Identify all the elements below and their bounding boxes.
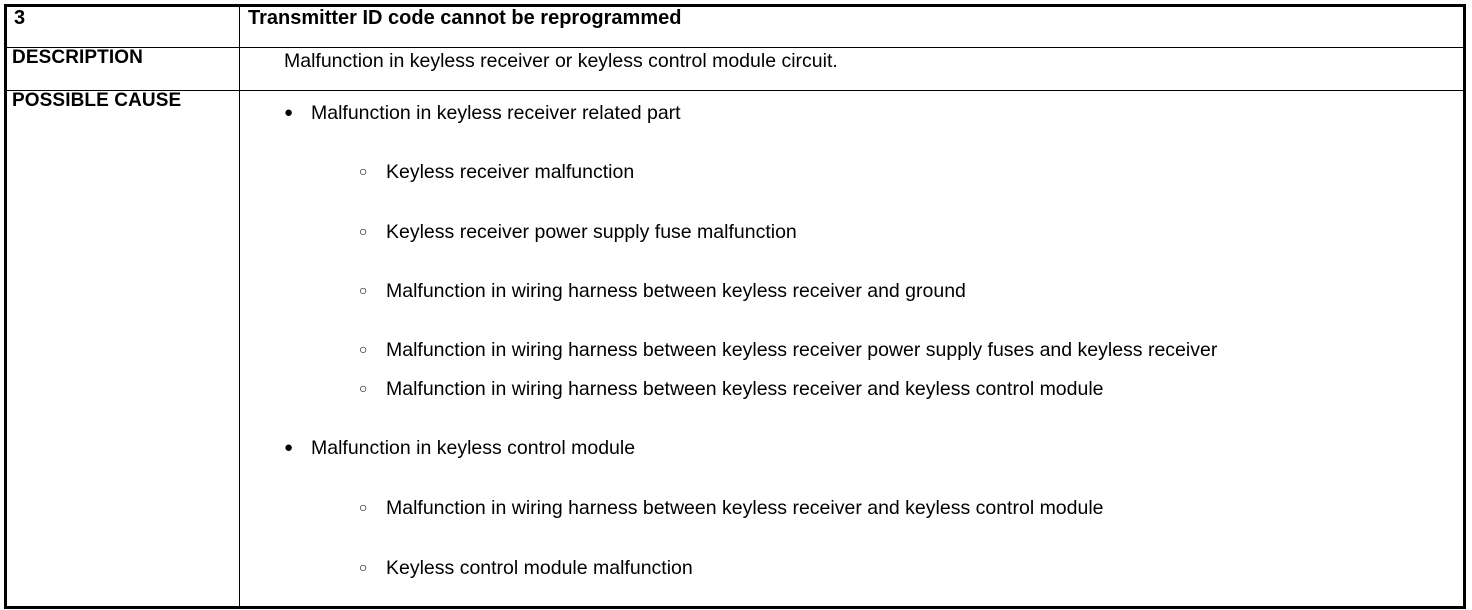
cell-description-body: Malfunction in keyless receiver or keyle… — [239, 47, 1465, 91]
list-item: Keyless receiver power supply fuse malfu… — [240, 219, 1463, 245]
list-item: Keyless control module malfunction — [240, 555, 1463, 581]
fault-title-text: Transmitter ID code cannot be reprogramm… — [248, 7, 682, 29]
spacer — [240, 245, 1463, 278]
cause-sub-item: Malfunction in wiring harness between ke… — [386, 279, 966, 302]
list-item: Malfunction in wiring harness between ke… — [240, 278, 1463, 304]
spacer — [240, 461, 1463, 495]
cause-sub-item: Keyless receiver power supply fuse malfu… — [386, 220, 797, 243]
filled-bullet-icon — [284, 100, 311, 126]
spacer — [240, 402, 1463, 435]
list-item: Malfunction in keyless control module — [240, 435, 1463, 461]
list-item: Malfunction in wiring harness between ke… — [240, 337, 1463, 363]
spacer — [240, 364, 1463, 376]
hollow-bullet-icon — [359, 159, 386, 184]
table-row-possible-cause: POSSIBLE CAUSE Malfunction in keyless re… — [5, 90, 1465, 608]
cell-fault-title: Transmitter ID code cannot be reprogramm… — [239, 5, 1465, 48]
cause-group-heading: Malfunction in keyless receiver related … — [311, 102, 681, 124]
cause-sub-item: Malfunction in wiring harness between ke… — [386, 339, 1218, 362]
cell-description-label: DESCRIPTION — [5, 47, 240, 91]
hollow-bullet-icon — [359, 219, 386, 244]
spacer — [240, 304, 1463, 337]
cause-sub-item: Malfunction in wiring harness between ke… — [386, 377, 1104, 400]
description-label-text: DESCRIPTION — [12, 47, 143, 68]
cell-possible-cause-body: Malfunction in keyless receiver related … — [239, 90, 1465, 608]
cell-possible-cause-label: POSSIBLE CAUSE — [5, 90, 240, 608]
cause-group-heading: Malfunction in keyless control module — [311, 436, 636, 459]
hollow-bullet-icon — [359, 376, 386, 401]
cause-sub-item: Malfunction in wiring harness between ke… — [386, 497, 1104, 520]
possible-cause-label-text: POSSIBLE CAUSE — [12, 90, 182, 111]
cause-sub-item: Keyless control module malfunction — [386, 556, 693, 579]
list-item: Malfunction in keyless receiver related … — [240, 91, 1463, 126]
cell-code-number: 3 — [5, 5, 240, 48]
list-item: Keyless receiver malfunction — [240, 159, 1463, 185]
table-row-description: DESCRIPTION Malfunction in keyless recei… — [5, 47, 1465, 91]
cause-sub-item: Keyless receiver malfunction — [386, 161, 635, 184]
table-row-code-title: 3 Transmitter ID code cannot be reprogra… — [5, 5, 1465, 48]
spacer — [240, 186, 1463, 219]
dtc-description-table: 3 Transmitter ID code cannot be reprogra… — [4, 4, 1466, 609]
spacer — [240, 522, 1463, 555]
hollow-bullet-icon — [359, 278, 386, 303]
spacer — [240, 126, 1463, 159]
description-item-text: Malfunction in keyless receiver or keyle… — [284, 50, 838, 72]
list-item: Malfunction in wiring harness between ke… — [240, 495, 1463, 521]
list-item: Malfunction in wiring harness between ke… — [240, 376, 1463, 402]
dtc-code-value: 3 — [14, 7, 26, 29]
hollow-bullet-icon — [359, 337, 386, 362]
filled-bullet-icon — [284, 435, 311, 461]
hollow-bullet-icon — [359, 555, 386, 580]
hollow-bullet-icon — [359, 495, 386, 520]
list-item: Malfunction in keyless receiver or keyle… — [240, 48, 1463, 74]
